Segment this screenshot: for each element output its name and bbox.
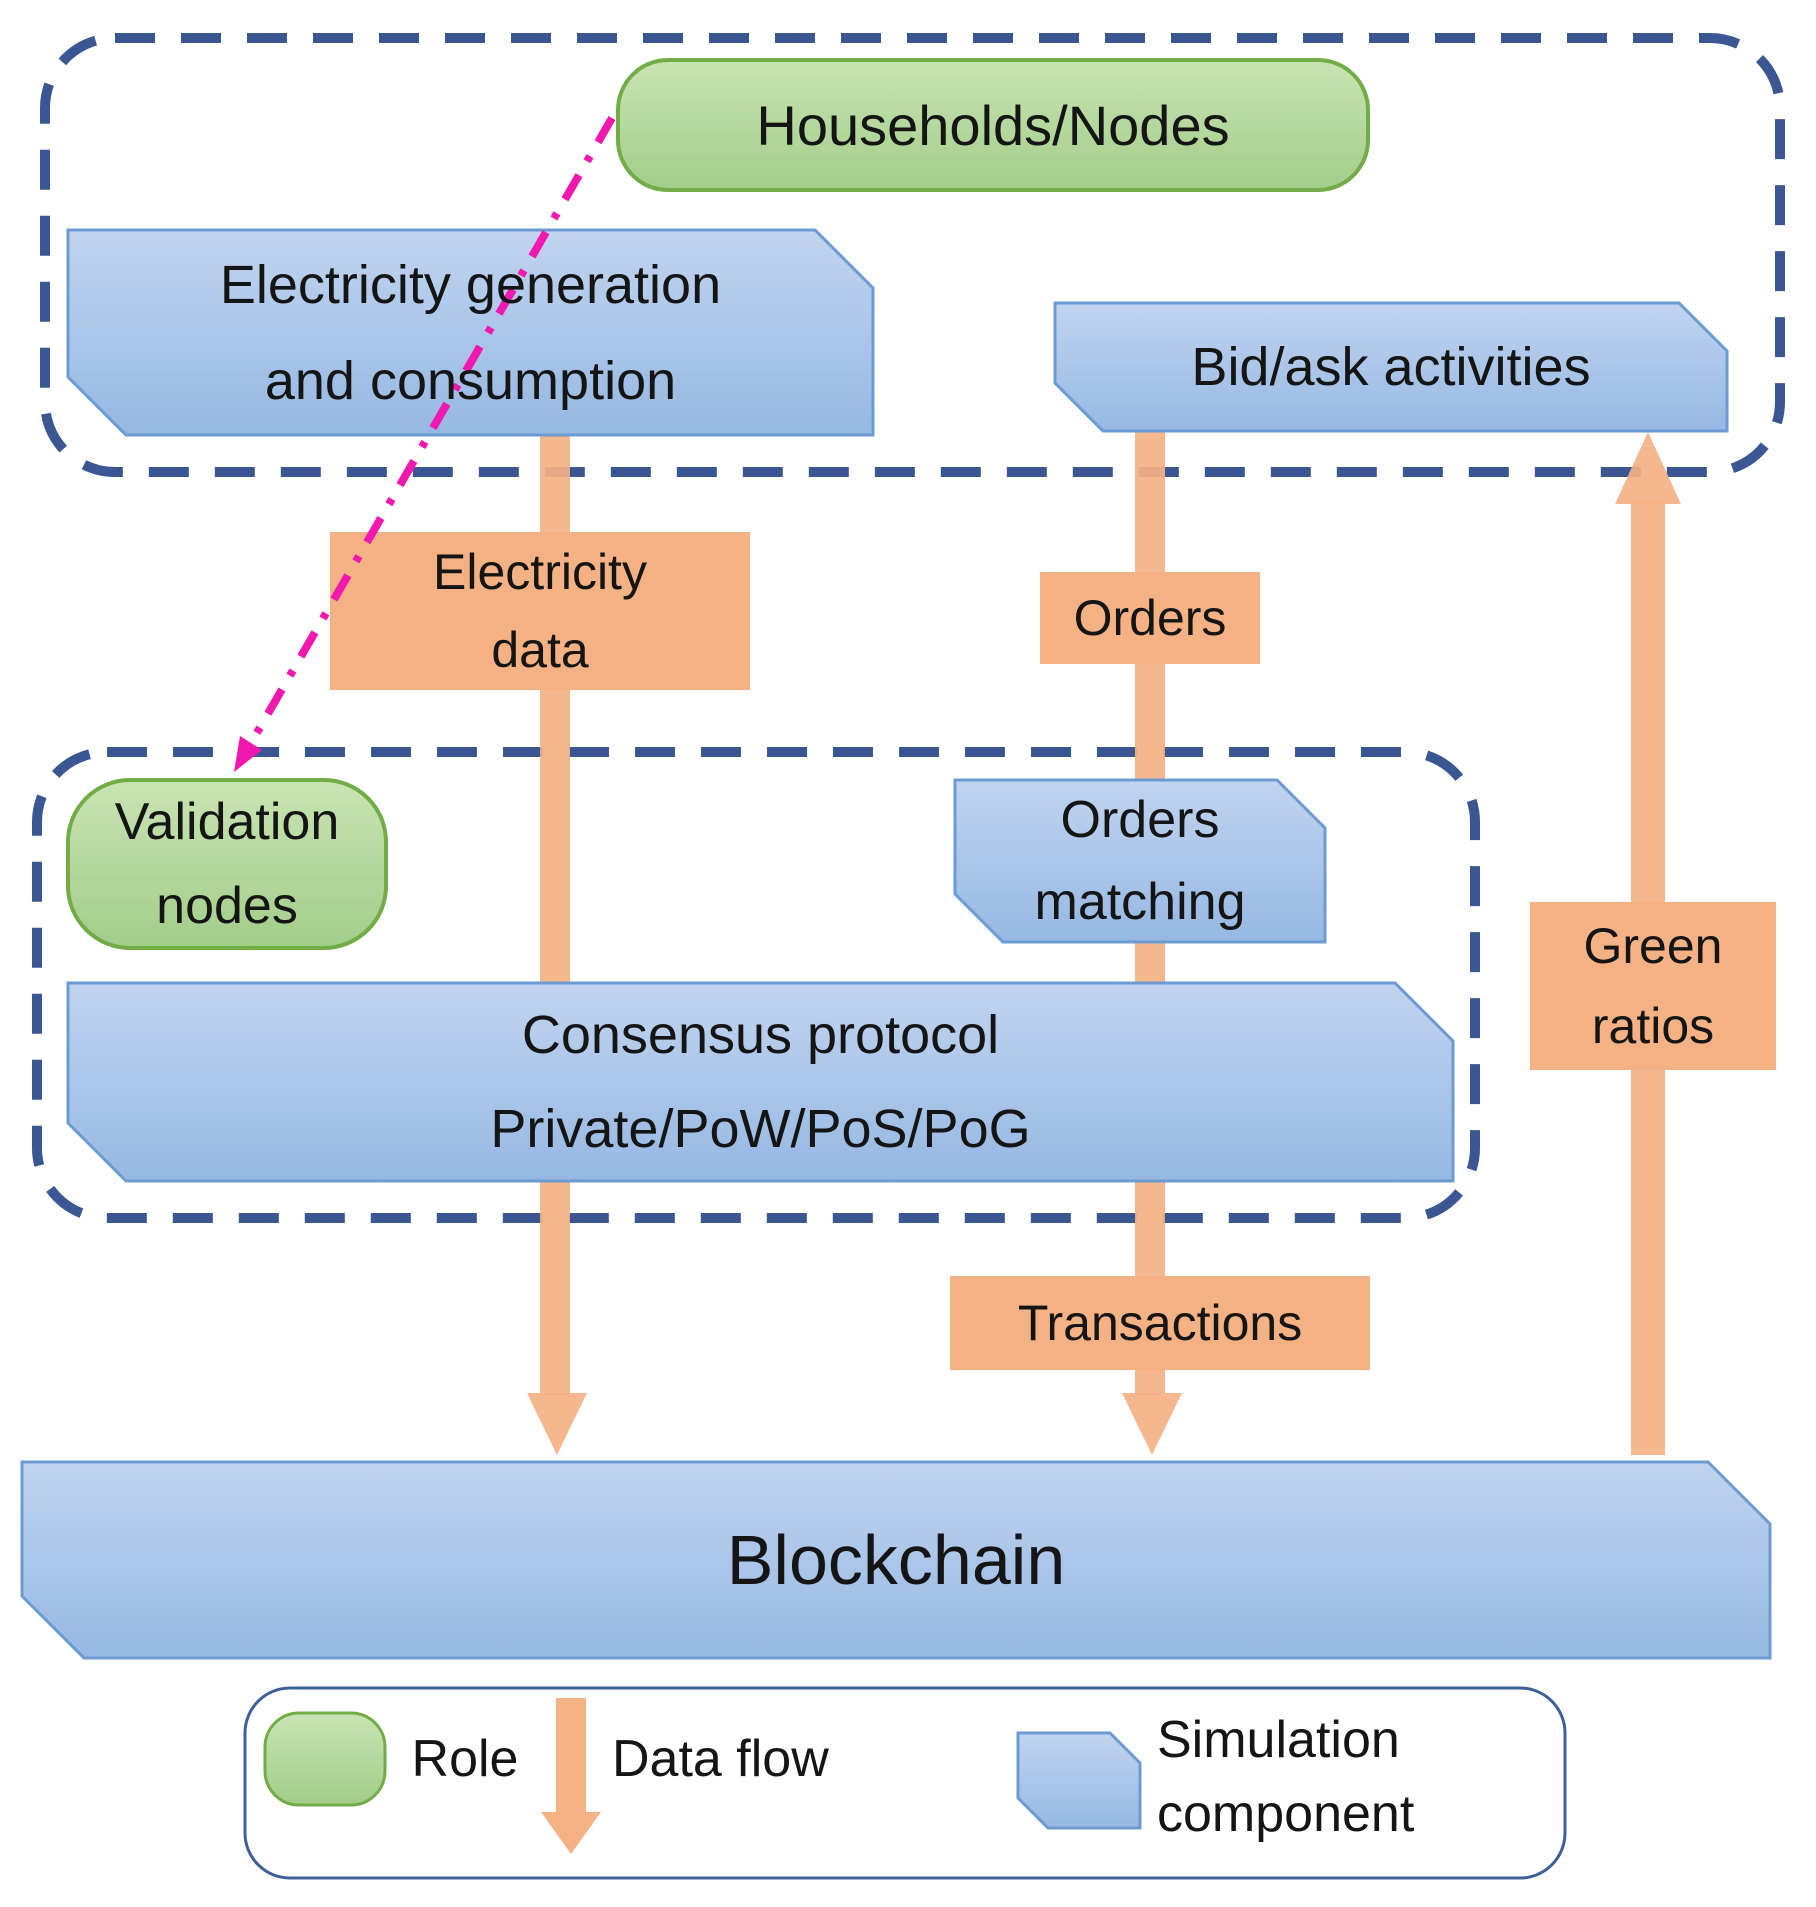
- role-link-arrowhead: [234, 736, 262, 772]
- green-ratios-arrowhead: [1615, 432, 1681, 504]
- orders-matching-shape: [953, 778, 1327, 944]
- orders-matching-label: Orders matching: [1034, 791, 1246, 931]
- component-shapes: [20, 228, 1772, 1660]
- electricity-data-arrowhead: [527, 1393, 587, 1455]
- role-link: [234, 115, 616, 772]
- households-nodes-label: Households/Nodes: [756, 93, 1230, 157]
- legend-role-pill-icon: [263, 1711, 387, 1807]
- legend-data-flow-arrow-icon: [556, 1698, 586, 1814]
- validation-nodes-label: Validation nodes: [114, 793, 340, 935]
- legend-simulation-component-label: Simulation component: [1157, 1711, 1415, 1843]
- legend-graphics: [243, 1686, 1567, 1880]
- consensus-protocol-shape: [66, 981, 1455, 1183]
- flow-label-boxes: [330, 532, 1776, 1370]
- transactions-flow-label: Transactions: [1017, 1295, 1303, 1351]
- orders-flow-label: Orders: [1073, 590, 1227, 646]
- role-pills: [66, 58, 1370, 950]
- green-ratios-flow-label: Green ratios: [1583, 918, 1723, 1054]
- legend-simulation-component-icon: [1016, 1731, 1142, 1830]
- role-link-line: [247, 115, 616, 746]
- legend-data-flow-arrowhead-icon: [541, 1812, 601, 1854]
- transactions-label-box: [950, 1276, 1370, 1370]
- electricity-generation-label: Electricity generation and consumption: [219, 254, 722, 411]
- bid-ask-activities-label: Bid/ask activities: [1191, 337, 1591, 397]
- legend-role-label: Role: [411, 1730, 519, 1788]
- legend-data-flow-label: Data flow: [612, 1730, 829, 1788]
- households-pill: [616, 58, 1370, 192]
- transactions-arrowhead: [1122, 1393, 1182, 1455]
- bid-ask-shape: [1053, 301, 1729, 433]
- electricity-data-flow-label: Electricity data: [433, 544, 647, 678]
- electricity-data-label-box: [330, 532, 750, 690]
- households-group-border: [40, 33, 1785, 477]
- green-ratios-label-box: [1530, 902, 1776, 1070]
- electricity-generation-shape: [66, 228, 875, 437]
- consensus-protocol-label: Consensus protocol Private/PoW/PoS/PoG: [490, 1005, 1031, 1159]
- orders-label-box: [1040, 572, 1260, 664]
- blockchain-shape: [20, 1460, 1772, 1660]
- blockchain-label: Blockchain: [726, 1521, 1066, 1599]
- validation-nodes-pill: [66, 778, 388, 950]
